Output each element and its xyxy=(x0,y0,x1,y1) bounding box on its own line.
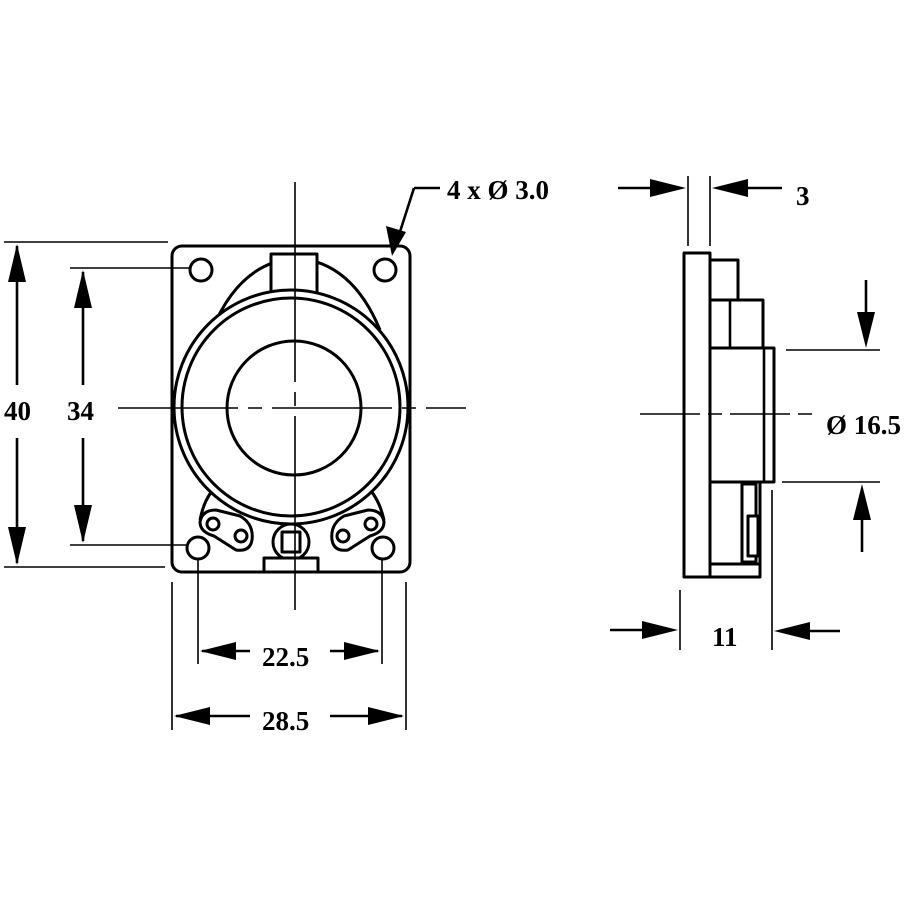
dim-label-28-5: 28.5 xyxy=(262,706,309,736)
arrowhead-28-5-left xyxy=(174,707,210,725)
top-tab xyxy=(269,252,319,296)
arrowhead-diameter-bottom xyxy=(853,484,871,520)
mount-hole-bottom-left xyxy=(185,535,211,561)
arrowhead-diameter-top xyxy=(857,312,875,348)
dim-label-11: 11 xyxy=(712,622,738,652)
arrowhead-holes xyxy=(386,226,406,256)
terminal-hole-left xyxy=(205,516,221,532)
arrowhead-34-top xyxy=(74,270,92,308)
side-bottom-rim xyxy=(710,562,762,579)
leader-holes-diagonal xyxy=(396,187,416,239)
arrowhead-40-top xyxy=(8,244,26,282)
side-upper-block xyxy=(708,298,765,350)
dim-label-3: 3 xyxy=(796,181,810,211)
side-flange xyxy=(682,251,712,579)
mount-hole-top-left xyxy=(188,257,214,283)
arrowhead-22-5-left xyxy=(200,642,236,660)
side-dimensions: 3 Ø 16.5 11 xyxy=(610,176,901,652)
side-view xyxy=(640,251,816,579)
mount-hole-bottom-right xyxy=(370,535,396,561)
terminal-hole-left-2 xyxy=(233,528,249,544)
arrowhead-11-right xyxy=(774,622,810,640)
dim-label-diameter: Ø 16.5 xyxy=(826,410,901,440)
dim-label-34: 34 xyxy=(67,396,94,426)
arrowhead-11-left xyxy=(642,621,678,639)
dim-label-holes: 4 x Ø 3.0 xyxy=(447,175,549,205)
side-top-rim xyxy=(710,258,740,300)
arrowhead-28-5-right xyxy=(368,707,404,725)
terminal-hole-right-2 xyxy=(335,528,351,544)
side-terminal xyxy=(746,514,760,558)
front-dimensions: 40 34 4 x Ø 3.0 22.5 28.5 xyxy=(4,175,549,736)
cone-inner-ring xyxy=(180,296,402,518)
arrowhead-3-left xyxy=(650,179,686,197)
dim-label-40: 40 xyxy=(4,396,31,426)
terminal-hole-right xyxy=(363,516,379,532)
arrowhead-3-right xyxy=(712,179,748,197)
dim-label-22-5: 22.5 xyxy=(262,642,309,672)
front-view xyxy=(118,182,466,610)
arrowhead-34-bottom xyxy=(74,505,92,543)
arrowhead-40-bottom xyxy=(8,527,26,565)
bottom-tab xyxy=(262,556,320,574)
arrowhead-22-5-right xyxy=(344,642,380,660)
center-connector-pin xyxy=(280,530,302,554)
mount-hole-top-right xyxy=(372,257,398,283)
